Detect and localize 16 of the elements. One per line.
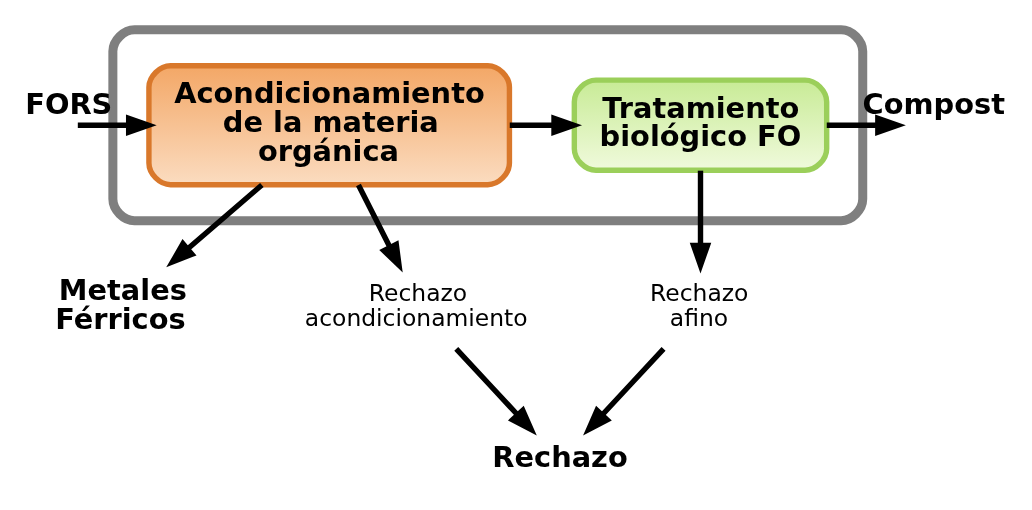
arrow <box>356 183 403 273</box>
arrow <box>454 347 537 436</box>
node-box: Acondicionamiento de la materia orgánica <box>146 63 513 188</box>
arrow <box>166 182 264 268</box>
node-text: Metales Férricos <box>55 272 187 336</box>
arrow <box>583 347 666 436</box>
arrow <box>826 114 906 136</box>
node-text: Rechazo acondicionamiento <box>304 278 528 333</box>
arrow <box>77 114 157 136</box>
node-box: Tratamiento biológico FO <box>571 77 830 173</box>
node-text: Rechazo <box>492 440 628 475</box>
node-text: Rechazo afino <box>650 278 749 333</box>
edge-label: Compost <box>862 87 1005 122</box>
arrow <box>689 170 712 274</box>
edge-label: FORS <box>25 87 113 122</box>
arrow <box>509 114 582 136</box>
